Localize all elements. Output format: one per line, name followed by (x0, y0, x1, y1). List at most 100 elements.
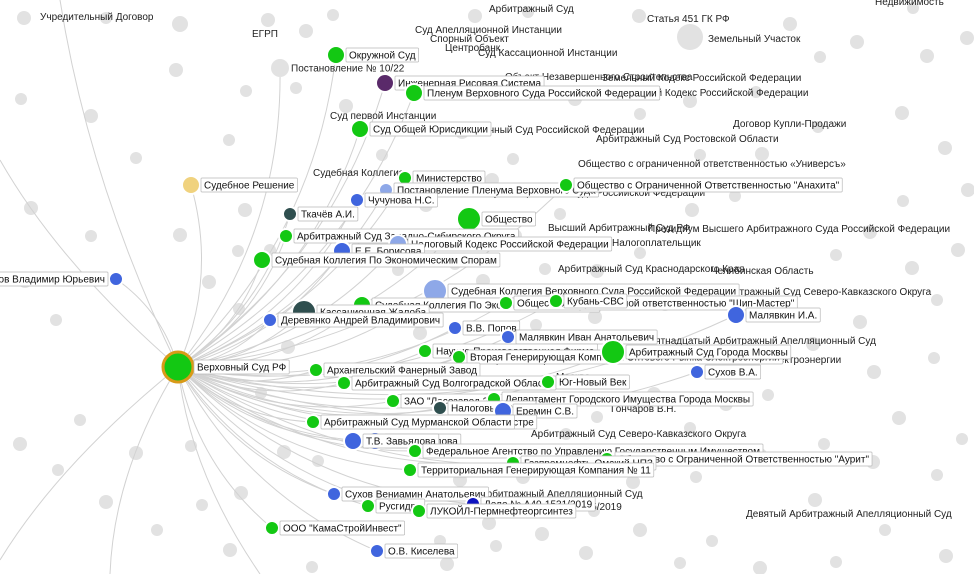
node-circle[interactable] (278, 228, 294, 244)
node-circle[interactable] (343, 431, 363, 451)
node-label-box (271, 252, 501, 268)
node-circle[interactable] (308, 362, 324, 378)
graph-node[interactable]: Арбитражный Суд Города Москвы (600, 339, 792, 365)
graph-node[interactable]: Арбитражный Суд Мурманской Области (305, 414, 515, 430)
node-circle[interactable] (161, 350, 195, 384)
node-circle[interactable] (451, 349, 467, 365)
graph-node[interactable]: Постановление № 10/22 (271, 59, 405, 77)
plain-label: ЕГРП (252, 29, 278, 40)
node-circle[interactable] (252, 250, 272, 270)
node-label: Общество с Ограниченной Ответственностью… (618, 454, 869, 466)
plain-label: Гончаров В.Н. (611, 404, 676, 415)
plain-label: Суд Апелляционной Инстанции (415, 25, 562, 36)
node-circle[interactable] (108, 271, 124, 287)
node-circle[interactable] (282, 206, 298, 222)
node-label: Верховный Суд РФ (197, 363, 287, 374)
node-label-box (555, 374, 630, 390)
graph-node[interactable]: Чучунова Н.С. (349, 192, 438, 208)
node-circle[interactable] (271, 59, 289, 77)
graph-node[interactable]: Постановление Пленума Верховного Суда (378, 182, 599, 198)
graph-node[interactable]: Министерство (397, 170, 486, 186)
node-label: Постановление Пленума Верховного Суда (397, 186, 596, 197)
graph-node[interactable]: Ткачёв А.И. (282, 206, 359, 222)
background-node (591, 411, 603, 423)
node-circle[interactable] (181, 175, 201, 195)
graph-node[interactable]: Деревянко Андрей Владимирович (262, 312, 444, 328)
graph-node[interactable]: Алашников Владимир Юрьевич (0, 271, 124, 287)
node-circle[interactable] (326, 45, 346, 65)
node-circle[interactable] (305, 414, 321, 430)
background-node (202, 275, 216, 289)
node-circle[interactable] (600, 339, 626, 365)
node-circle[interactable] (404, 83, 424, 103)
graph-node[interactable]: Общество с Ограниченной Ответственностью… (599, 451, 873, 467)
graph-node[interactable]: Суд Общей Юрисдикции (350, 119, 492, 139)
graph-node[interactable]: Окружной Суд (326, 45, 419, 65)
plain-label: Судебная Коллегия (313, 167, 404, 179)
node-circle[interactable] (558, 177, 574, 193)
background-node (151, 524, 163, 536)
node-circle[interactable] (336, 375, 352, 391)
node-label: Судебная Коллегия Верховного Суда Россий… (451, 286, 736, 298)
node-circle[interactable] (432, 400, 448, 416)
graph-node[interactable]: Арбитражный Суд Волгоградской Области (336, 375, 557, 391)
graph-node[interactable]: Судебное Решение (181, 175, 298, 195)
plain-label: Налогоплательщик (612, 238, 701, 249)
node-circle[interactable] (407, 443, 423, 459)
node-circle[interactable] (326, 486, 342, 502)
background-node (634, 247, 646, 259)
graph-node[interactable]: Судебная Коллегия По Экономическим Спора… (252, 250, 501, 270)
node-circle[interactable] (375, 73, 395, 93)
node-circle[interactable] (349, 192, 365, 208)
graph-node[interactable]: Архангельский Фанерный Завод (308, 362, 481, 378)
node-circle[interactable] (264, 520, 280, 536)
node-circle[interactable] (385, 393, 401, 409)
graph-node[interactable]: Сухов Вениамин Анатольевич (326, 486, 489, 502)
graph-node[interactable]: Пленум Верховного Суда Российской Федера… (404, 83, 661, 103)
background-node (85, 230, 97, 242)
node-circle[interactable] (369, 543, 385, 559)
graph-node[interactable]: Департамент Городского Имущества Города … (486, 391, 754, 407)
background-node (956, 433, 968, 445)
background-node (674, 557, 686, 569)
graph-node[interactable]: ООО "КамаСтройИнвест" (264, 520, 405, 536)
graph-node[interactable]: Верховный Суд РФ (161, 350, 290, 384)
graph-node[interactable]: Территориальная Генерирующая Компания № … (402, 462, 655, 478)
node-circle[interactable] (456, 206, 482, 232)
graph-node[interactable]: Кубань-СВС (548, 293, 628, 309)
graph-node[interactable]: Малявкин Иван Анатольевич (500, 329, 658, 345)
node-circle[interactable] (402, 462, 418, 478)
node-label: Судебная Коллегия По Экономическим Спора… (275, 255, 497, 267)
node-circle[interactable] (350, 119, 370, 139)
graph-node[interactable]: О.В. Киселева (369, 543, 458, 559)
background-node (507, 153, 519, 165)
node-circle[interactable] (548, 293, 564, 309)
background-node (755, 147, 769, 161)
background-node (15, 93, 27, 105)
node-circle[interactable] (360, 498, 376, 514)
node-label-box (193, 359, 290, 375)
node-circle[interactable] (500, 329, 516, 345)
node-circle[interactable] (417, 343, 433, 359)
background-node (808, 493, 822, 507)
graph-node[interactable]: Малявкин И.А. (726, 305, 821, 325)
node-circle[interactable] (411, 503, 427, 519)
background-node (729, 190, 741, 202)
node-circle[interactable] (447, 320, 463, 336)
graph-node[interactable]: Общество с Ограниченной Ответственностью… (558, 177, 843, 193)
node-circle[interactable] (540, 374, 556, 390)
graph-node[interactable]: Юг-Новый Век (540, 374, 630, 390)
node-circle[interactable] (689, 364, 705, 380)
node-label: Арбитражный Суд Волгоградской Области (355, 378, 553, 390)
graph-node[interactable]: Судебная Коллегия Верховного Суда Россий… (422, 278, 740, 304)
graph-node[interactable]: ЛУКОЙЛ-Пермнефтеоргсинтез (411, 503, 577, 519)
background-node (588, 310, 602, 324)
node-circle[interactable] (726, 305, 746, 325)
node-label: Вторая Генерирующая Компания Оптового Ры… (470, 353, 780, 364)
graph-node[interactable]: Общество (456, 206, 536, 232)
graph-node[interactable]: Сухов В.А. (689, 364, 762, 380)
background-node (468, 9, 482, 23)
node-circle[interactable] (262, 312, 278, 328)
node-circle[interactable] (498, 295, 514, 311)
graph-node[interactable]: Т.В. Завьялова (343, 431, 440, 451)
